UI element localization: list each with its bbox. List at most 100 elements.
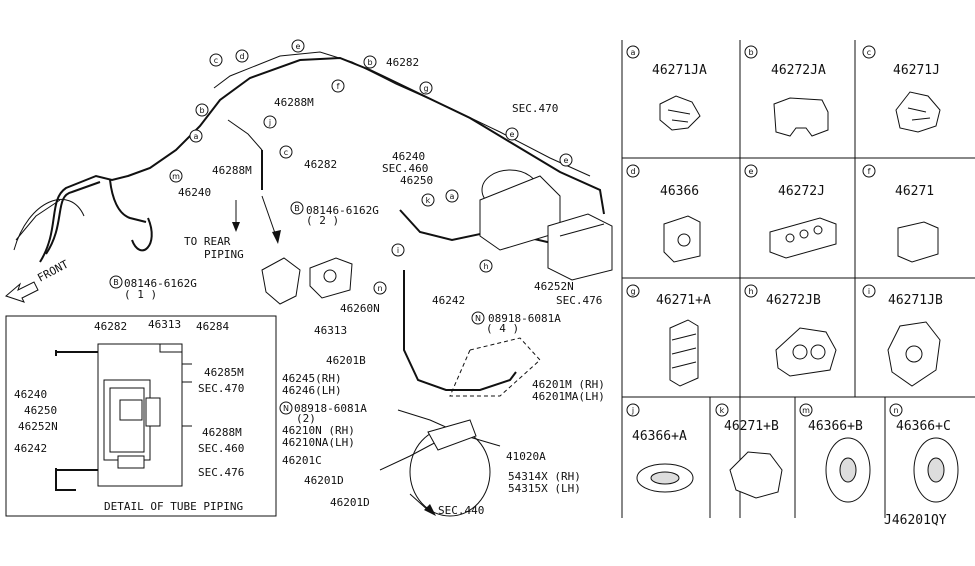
svg-text:( 2 ): ( 2 ) [306,214,339,227]
svg-text:d: d [239,52,244,61]
svg-text:46313: 46313 [148,318,181,331]
svg-text:46201C: 46201C [282,454,322,467]
clip-part-b: 46272JA [771,63,826,78]
clip-k-shape [729,451,783,499]
clip-cell-d: d 46366 [626,164,701,263]
svg-text:46313: 46313 [314,324,347,337]
svg-text:54314X (RH): 54314X (RH) [508,470,581,483]
clip-letter-d: d [630,167,635,176]
svg-text:e: e [296,42,301,51]
clip-letter-f: f [868,167,871,176]
svg-text:( 4 ): ( 4 ) [486,322,519,335]
svg-text:TO REAR: TO REAR [184,235,231,248]
clip-b-shape [773,97,829,137]
svg-text:i: i [397,246,399,255]
svg-text:46201M (RH): 46201M (RH) [532,378,605,391]
clip-letter-k: k [720,406,725,415]
clip-part-j: 46366+A [632,429,687,444]
svg-text:e: e [510,130,515,139]
svg-text:46201D: 46201D [330,496,370,509]
clip-cell-g: g 46271+A [626,284,711,387]
svg-text:46288M: 46288M [274,96,314,109]
clip-part-h: 46272JB [766,293,821,308]
svg-text:46285M: 46285M [204,366,244,379]
diagram-code: J46201QY [884,513,947,528]
svg-text:46260N: 46260N [340,302,380,315]
svg-text:46210NA(LH): 46210NA(LH) [282,436,355,449]
svg-text:08146-6162G: 08146-6162G [306,204,379,217]
svg-text:B: B [294,204,300,213]
clip-letter-h: h [748,287,753,296]
callout-a-circle [626,45,640,59]
inset-tube-piping: 46282 46313 46284 46285M 46240 SEC.470 4… [5,315,277,517]
clip-cell-a: a 46271JA [626,45,707,131]
clip-part-m: 46366+B [808,419,863,434]
svg-text:46282: 46282 [304,158,337,171]
svg-text:46242: 46242 [432,294,465,307]
svg-text:46250: 46250 [400,174,433,187]
clip-part-e: 46272J [778,184,825,199]
inset-title: DETAIL OF TUBE PIPING [104,500,243,513]
clip-g-shape [669,319,699,387]
svg-text:b: b [199,106,204,115]
svg-text:08918-6081A: 08918-6081A [294,402,367,415]
svg-text:c: c [214,56,218,65]
svg-text:54315X (LH): 54315X (LH) [508,482,581,495]
svg-text:c: c [284,148,288,157]
svg-text:a: a [194,132,199,141]
svg-text:SEC.440: SEC.440 [438,504,484,517]
clip-part-i: 46271JB [888,293,943,308]
clip-cell-f: f 46271 [862,164,939,263]
svg-text:b: b [367,58,372,67]
svg-text:46252N: 46252N [18,420,58,433]
svg-text:46242: 46242 [14,442,47,455]
svg-text:k: k [426,196,431,205]
svg-text:a: a [450,192,455,201]
svg-text:PIPING: PIPING [204,248,244,261]
svg-text:SEC.470: SEC.470 [512,102,558,115]
clip-a-shape [659,95,701,131]
svg-text:46250: 46250 [24,404,57,417]
svg-text:46240: 46240 [178,186,211,199]
svg-text:46246(LH): 46246(LH) [282,384,342,397]
svg-text:n: n [377,284,382,293]
svg-text:f: f [337,82,340,91]
svg-text:46288M: 46288M [212,164,252,177]
svg-text:h: h [483,262,488,271]
clip-cell-h: h 46272JB [744,284,837,377]
clip-letter-a: a [631,48,636,57]
clip-letter-e: e [749,167,754,176]
brake-booster-assembly [479,169,613,281]
clip-letter-m: m [802,406,810,415]
main-labels: 46282 46288M SEC.470 46288M 46282 46240 … [109,56,605,517]
svg-text:08918-6081A: 08918-6081A [488,312,561,325]
svg-text:SEC.476: SEC.476 [556,294,602,307]
svg-text:SEC.460: SEC.460 [382,162,428,175]
clip-cell-e: e 46272J [744,164,837,259]
clip-grid [621,40,975,518]
clip-part-n: 46366+C [896,419,951,434]
clip-cell-k: k 46271+B [715,403,783,499]
clip-c-shape [895,91,941,133]
clip-part-a: 46271JA [652,63,707,78]
clip-cell-n: n 46366+C [889,403,959,503]
svg-text:j: j [268,118,271,127]
svg-text:46201D: 46201D [304,474,344,487]
svg-text:08146-6162G: 08146-6162G [124,277,197,290]
clip-cell-b: b 46272JA [744,45,829,137]
clip-cell-j: j 46366+A [626,403,694,493]
front-arrow: FRONT [5,257,71,303]
svg-text:B: B [113,278,119,287]
svg-text:46240: 46240 [14,388,47,401]
clip-cell-m: m 46366+B [799,403,871,503]
clip-cell-i: i 46271JB [862,284,943,387]
front-arrow-icon [5,281,39,303]
svg-text:46245(RH): 46245(RH) [282,372,342,385]
svg-text:N: N [283,404,289,413]
svg-text:46240: 46240 [392,150,425,163]
clip-letter-j: j [631,406,634,415]
svg-text:e: e [564,156,569,165]
clip-part-g: 46271+A [656,293,711,308]
main-callouts: c d e b f g b j a c m e e a k h i n [169,39,573,295]
